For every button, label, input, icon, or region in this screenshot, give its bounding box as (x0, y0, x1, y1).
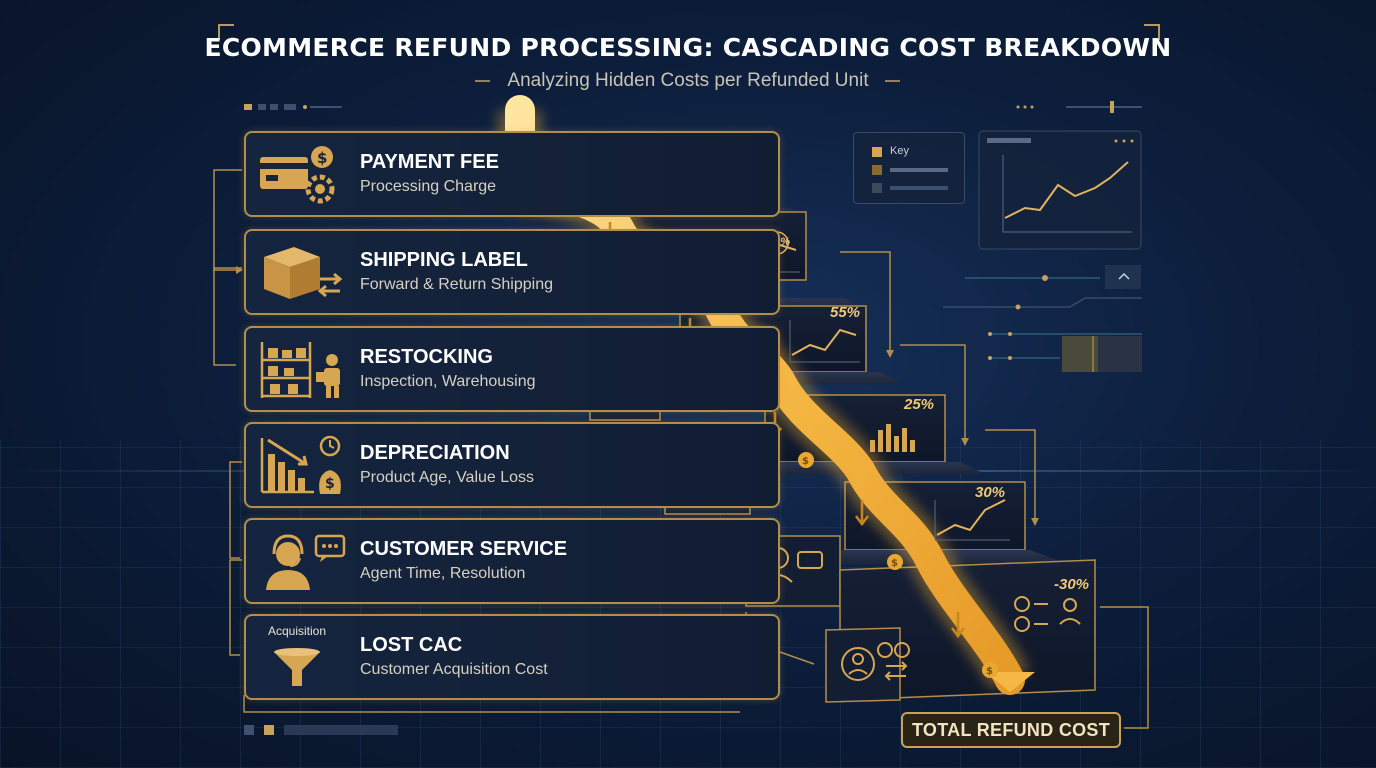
declining-chart-icon: $ (260, 435, 341, 494)
package-arrows-icon (264, 247, 343, 299)
key-swatch-bronze (872, 165, 882, 175)
step-title: DEPRECIATION (360, 442, 510, 464)
step-subtitle: Customer Acquisition Cost (360, 661, 548, 678)
stair-badge-4: 30% (975, 484, 1006, 501)
step-title: PAYMENT FEE (360, 151, 499, 173)
step-title: RESTOCKING (360, 346, 493, 368)
svg-text:$: $ (317, 149, 327, 167)
frame-corner-tr (1144, 24, 1160, 40)
step-card-shipping-label[interactable]: SHIPPING LABEL Forward & Return Shipping (244, 229, 780, 315)
step-card-lost-cac[interactable]: LOST CAC Customer Acquisition Cost (244, 614, 780, 700)
page-title: ECOMMERCE REFUND PROCESSING: CASCADING C… (204, 33, 1172, 62)
step-subtitle: Processing Charge (360, 178, 497, 195)
customer-swap-icon (841, 596, 1081, 681)
funnel-icon (274, 648, 320, 686)
step-card-restocking[interactable]: RESTOCKING Inspection, Warehousing (244, 326, 780, 412)
step-card-payment-fee[interactable]: $ PAYMENT FEE Processing Charge (244, 131, 780, 217)
key-panel: Key (853, 132, 965, 204)
key-swatch-gold (872, 147, 882, 157)
step-subtitle: Product Age, Value Loss (360, 469, 535, 486)
step-card-depreciation[interactable]: $ DEPRECIATION Product Age, Value Loss (244, 422, 780, 508)
funnel-caption: Acquisition (268, 624, 327, 638)
key-swatch-grey (872, 183, 882, 193)
stair-badge-3: 25% (904, 396, 935, 413)
frame-corner-tl (218, 24, 234, 40)
step-card-customer-service[interactable]: CUSTOMER SERVICE Agent Time, Resolution (244, 518, 780, 604)
key-line (890, 168, 948, 172)
step-subtitle: Agent Time, Resolution (360, 565, 526, 582)
step-title: CUSTOMER SERVICE (360, 538, 568, 560)
key-line (890, 186, 948, 190)
stair-badge-5: -30% (1054, 576, 1090, 593)
svg-text:$: $ (802, 456, 809, 467)
warehouse-worker-icon (260, 342, 340, 398)
step-title: LOST CAC (360, 634, 463, 656)
stair-badge-2: 55% (830, 304, 861, 321)
svg-text:$: $ (891, 558, 898, 569)
key-label: Key (890, 145, 909, 157)
svg-text:$: $ (986, 666, 993, 677)
step-title: SHIPPING LABEL (360, 249, 528, 271)
svg-text:$: $ (325, 476, 335, 492)
page-subtitle: Analyzing Hidden Costs per Refunded Unit (507, 70, 869, 91)
total-refund-cost-label[interactable]: TOTAL REFUND COST (901, 712, 1121, 748)
step-subtitle: Inspection, Warehousing (360, 373, 536, 390)
step-subtitle: Forward & Return Shipping (360, 276, 553, 293)
credit-card-gear-icon: $ (260, 146, 335, 204)
headset-agent-icon (266, 534, 346, 590)
